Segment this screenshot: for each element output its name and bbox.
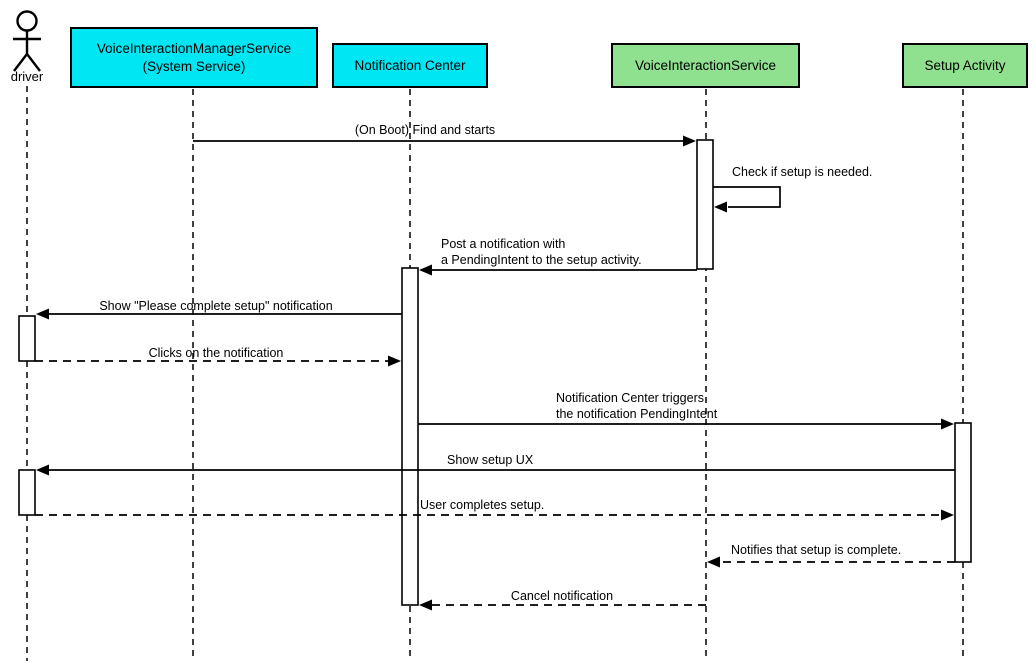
message-2-label: Check if setup is needed. bbox=[732, 165, 873, 179]
activation-voice-interaction-service bbox=[696, 139, 714, 270]
actor-head bbox=[16, 10, 38, 32]
activation-driver-2 bbox=[18, 469, 36, 516]
activation-setup-activity bbox=[954, 422, 972, 563]
message-9 bbox=[707, 556, 955, 568]
message-4 bbox=[36, 308, 402, 320]
activation-notification-center bbox=[401, 267, 419, 606]
participant-label-line1: VoiceInteractionManagerService bbox=[96, 40, 292, 56]
message-9-label: Notifies that setup is complete. bbox=[731, 543, 902, 557]
message-5-arrowhead bbox=[388, 355, 401, 367]
message-7 bbox=[36, 464, 955, 476]
participant-box-notification-center: Notification Center bbox=[332, 43, 488, 88]
activation-bars bbox=[18, 139, 972, 606]
message-7-label: Show setup UX bbox=[447, 453, 534, 467]
message-4-label: Show "Please complete setup" notificatio… bbox=[99, 299, 333, 313]
message-10-label: Cancel notification bbox=[510, 589, 614, 603]
participant-label-line2: (System Service) bbox=[142, 58, 246, 74]
message-6-label-line1: Notification Center triggers bbox=[556, 391, 704, 405]
actor-driver-label: driver bbox=[10, 69, 44, 84]
message-1-label: (On Boot) Find and starts bbox=[354, 123, 496, 137]
actor-driver-icon bbox=[13, 10, 41, 72]
message-2 bbox=[713, 186, 781, 213]
participant-box-setup-activity: Setup Activity bbox=[902, 43, 1028, 88]
message-3-label-line2: a PendingIntent to the setup activity. bbox=[441, 253, 642, 267]
message-3-label-line1: Post a notification with bbox=[441, 237, 566, 251]
message-8-arrowhead bbox=[941, 509, 954, 521]
message-1-arrowhead bbox=[683, 135, 696, 147]
message-2-line bbox=[713, 186, 781, 208]
participant-label: Setup Activity bbox=[924, 57, 1006, 73]
message-10 bbox=[419, 599, 706, 611]
actor-leg-left bbox=[13, 53, 28, 72]
message-4-arrowhead bbox=[36, 308, 49, 320]
message-6 bbox=[418, 418, 954, 430]
actor-leg-right bbox=[26, 53, 41, 72]
message-6-label: Notification Center triggers the notific… bbox=[556, 390, 717, 422]
participant-box-voice-interaction-manager-service: VoiceInteractionManagerService (System S… bbox=[70, 27, 318, 88]
message-5-label: Clicks on the notification bbox=[148, 346, 284, 360]
message-5 bbox=[35, 355, 401, 367]
message-3 bbox=[419, 264, 697, 276]
message-8-label: User completes setup. bbox=[420, 498, 545, 512]
participant-label: VoiceInteractionService bbox=[634, 57, 777, 73]
message-10-arrowhead bbox=[419, 599, 432, 611]
message-3-arrowhead bbox=[419, 264, 432, 276]
message-6-label-line2: the notification PendingIntent bbox=[556, 407, 718, 421]
message-6-arrowhead bbox=[941, 418, 954, 430]
activation-driver-1 bbox=[18, 315, 36, 362]
message-9-arrowhead bbox=[707, 556, 720, 568]
message-2-arrowhead bbox=[714, 201, 727, 213]
participant-box-voice-interaction-service: VoiceInteractionService bbox=[611, 43, 800, 88]
message-8 bbox=[35, 509, 954, 521]
message-7-arrowhead bbox=[36, 464, 49, 476]
message-1 bbox=[193, 135, 696, 147]
message-3-label: Post a notification with a PendingIntent… bbox=[441, 236, 642, 268]
participant-label: Notification Center bbox=[354, 57, 466, 73]
